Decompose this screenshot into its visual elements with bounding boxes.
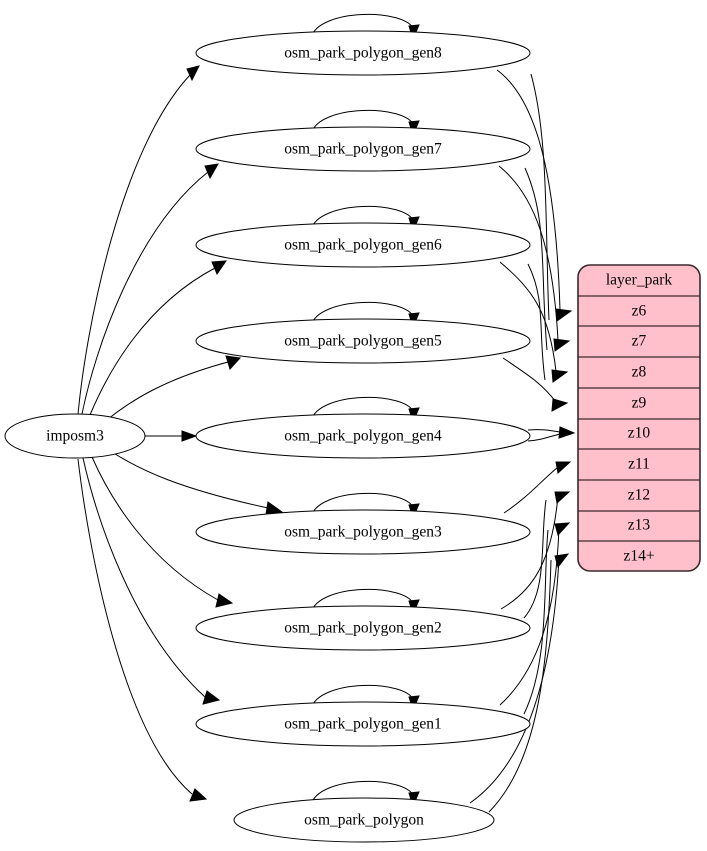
node-osm_park_polygon_gen4[interactable]: osm_park_polygon_gen4	[195, 413, 531, 459]
table-row-z11[interactable]: z11	[628, 456, 650, 473]
gen5-label: osm_park_polygon_gen5	[284, 333, 442, 350]
gen1-ellipse[interactable]	[195, 701, 531, 747]
arrowhead-z14	[554, 553, 570, 569]
edge-imposm3-to-gen1	[82, 457, 206, 698]
arrowhead-z13	[554, 522, 571, 537]
arrowhead-z11	[555, 461, 572, 474]
base-label: osm_park_polygon	[304, 812, 424, 829]
edges-nodes-to-table	[469, 69, 576, 813]
arrowhead-gen8	[186, 65, 200, 82]
edge-strand-e	[523, 529, 549, 715]
layer-park-body	[577, 264, 701, 572]
imposm3-ellipse[interactable]	[4, 413, 146, 459]
node-osm_park_polygon_gen5[interactable]: osm_park_polygon_gen5	[195, 318, 531, 364]
gen3-label: osm_park_polygon_gen3	[284, 524, 442, 541]
arrowhead-z6	[555, 308, 573, 322]
edge-gen6-to-z8	[499, 261, 557, 372]
arrowhead-base	[189, 788, 208, 802]
gen5-ellipse[interactable]	[195, 318, 531, 364]
self-loop-gen7	[310, 110, 415, 135]
self-loop-gen5	[310, 302, 415, 327]
edge-strand-b	[524, 167, 548, 351]
imposm3-label: imposm3	[46, 428, 104, 445]
edge-gen4-to-z10	[527, 429, 561, 433]
edge-strand-f	[488, 559, 552, 813]
edge-gen5-to-z9	[502, 357, 557, 403]
arrowhead-gen2	[215, 593, 234, 608]
node-osm_park_polygon_gen1[interactable]: osm_park_polygon_gen1	[195, 701, 531, 747]
table-row-z12[interactable]: z12	[628, 487, 650, 504]
node-osm_park_polygon_gen8[interactable]: osm_park_polygon_gen8	[195, 30, 531, 76]
node-imposm3[interactable]: imposm3	[4, 413, 146, 459]
edge-gen2-to-z12	[500, 495, 559, 610]
edge-imposm3-to-gen8	[77, 74, 191, 415]
table-row-z7[interactable]: z7	[632, 333, 647, 350]
gen4-ellipse[interactable]	[195, 413, 531, 459]
self-loop-gen3	[310, 493, 415, 518]
arrowhead-z7	[553, 338, 571, 352]
arrowhead-z8	[551, 369, 569, 383]
gen7-ellipse[interactable]	[195, 126, 531, 172]
edge-gen1-to-z13	[499, 526, 560, 706]
edge-imposm3-to-gen5	[107, 361, 229, 420]
self-loop-gen2	[310, 589, 415, 614]
gen7-label: osm_park_polygon_gen7	[284, 141, 442, 158]
gen8-ellipse[interactable]	[195, 30, 531, 76]
node-osm_park_polygon_gen6[interactable]: osm_park_polygon_gen6	[195, 222, 531, 268]
self-loop-gen4	[310, 397, 415, 422]
gen4-label: osm_park_polygon_gen4	[284, 428, 442, 445]
arrowhead-gen6	[211, 260, 228, 276]
edge-imposm3-to-gen7	[81, 171, 209, 415]
edge-gen8-to-z6	[496, 69, 561, 311]
edge-base-to-z14	[469, 557, 560, 804]
arrowhead-z10	[558, 426, 576, 439]
arrowhead-z12	[554, 491, 571, 504]
edge-imposm3-to-base	[77, 458, 193, 795]
gen1-label: osm_park_polygon_gen1	[284, 716, 442, 733]
edge-gen4-to-z10-b	[527, 433, 561, 442]
node-osm_park_polygon[interactable]: osm_park_polygon	[233, 797, 495, 843]
self-loop-gen6	[310, 206, 415, 231]
gen6-ellipse[interactable]	[195, 222, 531, 268]
edge-imposm3-to-gen3	[111, 451, 269, 509]
node-osm_park_polygon_gen7[interactable]: osm_park_polygon_gen7	[195, 126, 531, 172]
arrowhead-gen4	[181, 430, 198, 442]
edge-strand-d	[523, 499, 547, 619]
base-ellipse[interactable]	[233, 797, 495, 843]
gen2-label: osm_park_polygon_gen2	[284, 620, 442, 637]
table-row-z6[interactable]: z6	[632, 303, 647, 320]
edge-strand-c	[527, 263, 546, 381]
table-layer-park[interactable]: layer_park z6 z7 z8 z9 z10 z11 z12 z13 z…	[577, 264, 701, 572]
self-loop-gen8	[310, 14, 415, 39]
arrowhead-gen1	[202, 690, 221, 705]
edge-imposm3-to-gen2	[91, 456, 219, 601]
gen8-label: osm_park_polygon_gen8	[284, 45, 442, 62]
node-osm_park_polygon_gen2[interactable]: osm_park_polygon_gen2	[195, 605, 531, 651]
gen2-ellipse[interactable]	[195, 605, 531, 651]
gen6-label: osm_park_polygon_gen6	[284, 237, 442, 254]
arrowhead-gen7	[204, 163, 219, 180]
arrowhead-z9	[551, 398, 569, 412]
table-row-z10[interactable]: z10	[628, 425, 651, 442]
table-row-z8[interactable]: z8	[632, 364, 647, 381]
node-osm_park_polygon_gen3[interactable]: osm_park_polygon_gen3	[195, 509, 531, 555]
table-row-z13[interactable]: z13	[628, 517, 651, 534]
self-loop-base	[310, 781, 415, 806]
table-row-z9[interactable]: z9	[632, 395, 647, 412]
edge-strand-a	[530, 73, 550, 321]
self-loop-gen1	[310, 685, 415, 710]
table-row-z14[interactable]: z14+	[623, 548, 654, 565]
layer-park-header-label: layer_park	[606, 272, 673, 289]
edge-imposm3-to-gen6	[89, 267, 216, 416]
arrowhead-gen3	[265, 501, 284, 515]
gen3-ellipse[interactable]	[195, 509, 531, 555]
edges-source-to-nodes	[77, 65, 284, 802]
edge-gen3-to-z11	[503, 466, 559, 514]
arrowhead-gen5	[225, 355, 242, 370]
